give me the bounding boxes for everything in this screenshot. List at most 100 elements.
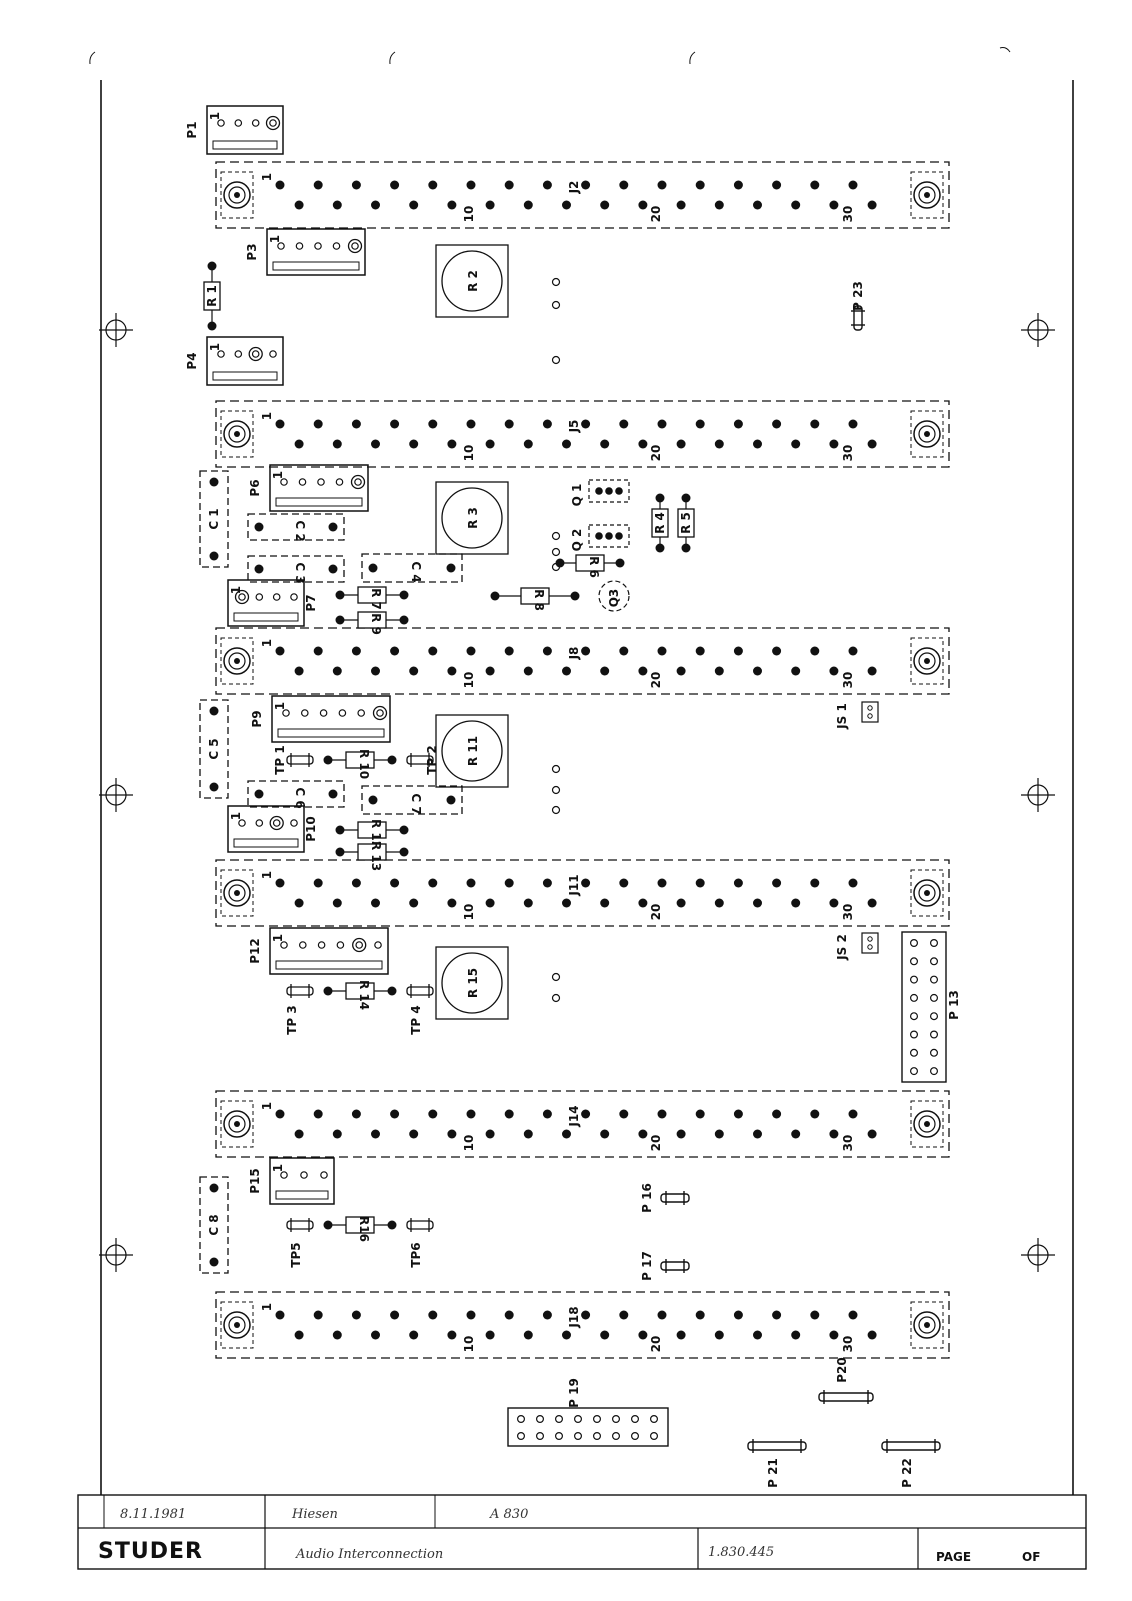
connector-pin <box>542 646 552 656</box>
connector-pin <box>504 646 514 656</box>
connector-pin <box>867 666 877 676</box>
trimmer-pot-r11: R 11 <box>435 714 509 788</box>
connector-pin <box>753 1330 762 1340</box>
header-pin1-marker: 1 <box>271 934 285 942</box>
connector-pin <box>275 1310 285 1320</box>
jumper-label: JS 2 <box>835 934 849 961</box>
trimmer-pot-r3: R 3 <box>435 481 509 555</box>
plug-p16: P 16 <box>640 1183 690 1213</box>
connector-pin <box>829 200 839 210</box>
plug-p21: P 21 <box>747 1439 807 1488</box>
connector-pin <box>562 1129 571 1139</box>
plug-label: P 16 <box>640 1183 654 1213</box>
pin-number-20: 20 <box>649 1135 663 1152</box>
connector-pin <box>638 666 648 676</box>
pin-number-10: 10 <box>462 672 476 689</box>
pot-label: R 15 <box>466 968 480 998</box>
connector-pin <box>753 898 762 908</box>
connector-pin <box>371 439 380 449</box>
connector-pin <box>772 180 782 190</box>
test-point-tp3: TP 3 <box>285 984 314 1035</box>
connector-pin <box>313 646 323 656</box>
connector-pin <box>409 1129 419 1139</box>
connector-pin <box>390 180 400 190</box>
connector-pin <box>409 439 419 449</box>
pin-number-1: 1 <box>260 1102 274 1110</box>
connector-pin <box>428 180 438 190</box>
header-p4: P41 <box>185 336 284 386</box>
connector-pin <box>313 180 323 190</box>
resistor-label: R 13 <box>369 841 383 871</box>
pin-number-30: 30 <box>841 904 855 921</box>
connector-pin <box>638 200 648 210</box>
registration-crosshair <box>99 1238 133 1272</box>
connector-pin <box>791 200 801 210</box>
jumper-js1: JS 1 <box>835 701 879 730</box>
connector-pin <box>733 419 743 429</box>
resistor-r14: R 14 <box>323 980 397 1010</box>
connector-pin <box>428 1109 438 1119</box>
test-point-tp2: TP 2 <box>406 745 439 775</box>
connector-pin <box>504 878 514 888</box>
connector-pin <box>409 1330 419 1340</box>
connector-pin <box>447 1129 457 1139</box>
connector-pin <box>428 646 438 656</box>
connector-pin <box>562 1330 571 1340</box>
connector-pin <box>275 1109 285 1119</box>
connector-label: J14 <box>567 1105 581 1127</box>
connector-pin <box>867 1129 877 1139</box>
connector-pin <box>313 878 323 888</box>
connector-pin <box>562 666 571 676</box>
connector-pin <box>371 200 380 210</box>
pin-number-20: 20 <box>649 672 663 689</box>
connector-pin <box>733 1310 743 1320</box>
connector-pin <box>810 1310 820 1320</box>
plug-p19: P 19 <box>507 1378 669 1447</box>
connector-pin <box>409 666 419 676</box>
pin-number-20: 20 <box>649 1336 663 1353</box>
resistor-label: R 8 <box>532 589 546 611</box>
connector-pin <box>867 439 877 449</box>
connector-pin <box>772 878 782 888</box>
plug-label: P 22 <box>900 1458 914 1488</box>
connector-pin <box>848 180 858 190</box>
transistor-q3: Q3 <box>598 580 630 612</box>
transistor-label: Q3 <box>607 589 621 608</box>
connector-pin <box>371 898 380 908</box>
registration-crosshair <box>1021 1238 1055 1272</box>
pin-number-30: 30 <box>841 1336 855 1353</box>
connector-pin <box>351 646 361 656</box>
connector-pin <box>466 1109 476 1119</box>
connector-pin <box>714 898 724 908</box>
connector-pin <box>332 200 342 210</box>
connector-pin <box>657 1310 667 1320</box>
tb-date: 8.11.1981 <box>120 1507 186 1522</box>
pin-number-20: 20 <box>649 445 663 462</box>
header-label: P9 <box>250 710 264 727</box>
capacitor-label: C 3 <box>293 562 307 583</box>
tb-brand: STUDER <box>98 1539 203 1564</box>
connector-pin <box>867 898 877 908</box>
tb-title: Audio Interconnection <box>295 1547 443 1562</box>
connector-pin <box>294 898 304 908</box>
connector-pin <box>772 419 782 429</box>
header-label: P3 <box>245 243 259 260</box>
resistor-label: R 6 <box>587 556 601 578</box>
header-pin1-marker: 1 <box>229 812 243 820</box>
connector-pin <box>447 439 457 449</box>
connector-pin <box>562 439 571 449</box>
connector-pin <box>848 1310 858 1320</box>
connector-pin <box>714 200 724 210</box>
connector-pin <box>523 898 533 908</box>
capacitor-c6: C 6 <box>247 780 345 809</box>
header-label: P7 <box>304 594 318 611</box>
pin-number-1: 1 <box>260 412 274 420</box>
connector-pin <box>714 1129 724 1139</box>
resistor-label: R 9 <box>369 613 383 635</box>
connector-pin <box>657 646 667 656</box>
connector-pin <box>810 419 820 429</box>
tb-of-label: OF <box>1022 1550 1040 1564</box>
resistor-label: R 14 <box>357 980 371 1010</box>
connector-pin <box>351 1109 361 1119</box>
connector-pin <box>638 439 648 449</box>
